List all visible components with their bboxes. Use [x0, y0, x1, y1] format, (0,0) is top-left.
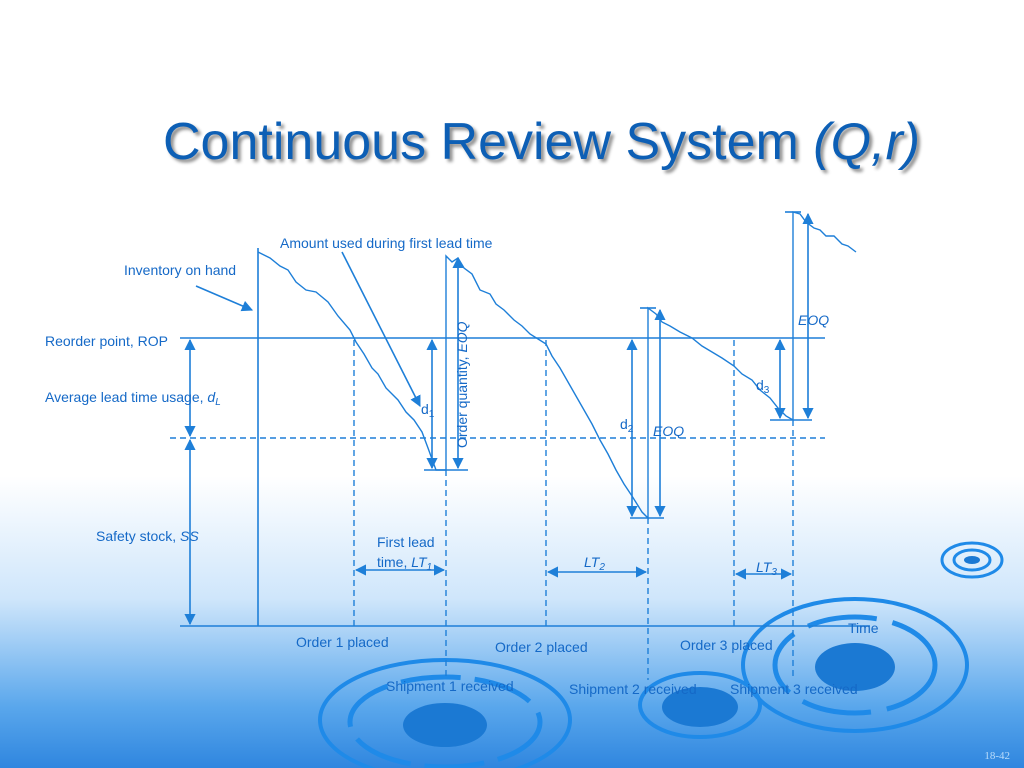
- d2-label: d2: [620, 416, 634, 435]
- first-lead-label: First lead: [377, 534, 435, 550]
- amount-used-pointer: [341, 251, 421, 407]
- title-main: Continuous Review System: [163, 113, 814, 171]
- order2-label: Order 2 placed: [495, 639, 588, 655]
- slide-title: Continuous Review System (Q,r): [163, 112, 1024, 182]
- lt3-label: LT3: [756, 559, 777, 578]
- safety-stock-label: Safety stock, SS: [96, 528, 199, 544]
- d1-label: d1: [421, 401, 435, 420]
- ship1-label: Shipment 1 received: [386, 678, 514, 694]
- lt1-label: time, LT1: [377, 554, 432, 573]
- d3-label: d3: [756, 377, 770, 396]
- avg-lead-usage-label: Average lead time usage, dL: [45, 389, 221, 408]
- amount-used-label: Amount used during first lead time: [280, 235, 493, 251]
- measure-arrows: [184, 212, 814, 626]
- ship2-label: Shipment 2 received: [569, 681, 697, 697]
- inventory-level-curve: [257, 211, 857, 520]
- lt2-label: LT2: [584, 554, 605, 573]
- title-italic: (Q,r): [813, 113, 921, 171]
- ship3-label: Shipment 3 received: [730, 681, 858, 697]
- event-markers: [353, 340, 794, 680]
- ripple-decoration: [318, 541, 1004, 768]
- eoq-label-2: EOQ: [653, 423, 684, 439]
- order3-label: Order 3 placed: [680, 637, 773, 653]
- inventory-on-hand-label: Inventory on hand: [124, 262, 236, 278]
- order-quantity-label: Order quantity, EOQ: [454, 321, 470, 448]
- page-number: 18-42: [984, 750, 1010, 762]
- time-axis-label: Time: [848, 620, 879, 636]
- eoq-label-3: EOQ: [798, 312, 829, 328]
- reorder-point-label: Reorder point, ROP: [45, 333, 168, 349]
- order1-label: Order 1 placed: [296, 634, 389, 650]
- inventory-pointer: [195, 285, 254, 312]
